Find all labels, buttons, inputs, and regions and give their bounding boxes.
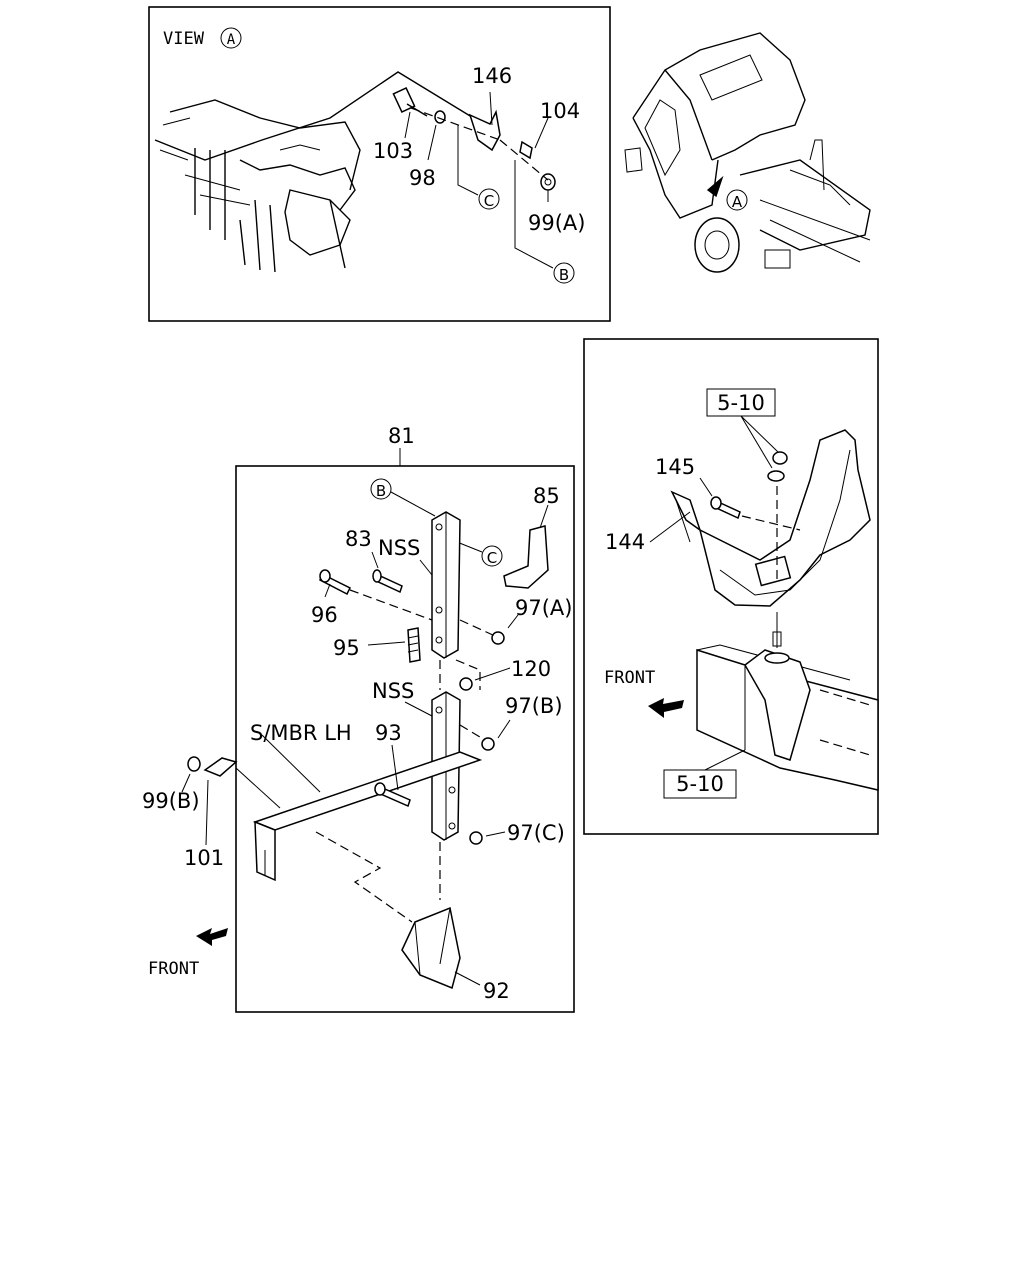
callout-92: 92 (483, 979, 510, 1003)
callout-96: 96 (311, 603, 338, 627)
washer-120 (459, 677, 473, 691)
marker-b-top: B (559, 266, 569, 284)
bracket-frame (235, 465, 575, 1013)
callout-81: 81 (388, 424, 415, 448)
ref-bottom: 5-10 (676, 772, 724, 796)
nut-97b (481, 737, 495, 751)
nut-97a (491, 631, 505, 645)
callout-97c: 97(C) (507, 821, 565, 845)
plate-101 (203, 757, 238, 777)
callout-s-mbr: S/MBR LH (250, 721, 352, 745)
view-a-hardware (392, 86, 556, 269)
bracket-92 (401, 906, 461, 990)
front-arrow-icon (196, 928, 228, 946)
view-label: VIEW (163, 29, 205, 49)
view-a-frame (148, 6, 611, 322)
callout-98: 98 (409, 166, 436, 190)
ref-box-bottom (663, 769, 737, 799)
washer-top (767, 470, 785, 482)
callout-95: 95 (333, 636, 360, 660)
callout-145: 145 (655, 455, 695, 479)
callout-85: 85 (533, 484, 560, 508)
view-marker-circle (220, 27, 242, 49)
nut-top (772, 451, 788, 465)
ref-top: 5-10 (717, 391, 765, 415)
callout-103: 103 (373, 139, 413, 163)
callout-104: 104 (540, 99, 580, 123)
callout-101: 101 (184, 846, 224, 870)
callout-83: 83 (345, 527, 372, 551)
marker-c-top: C (484, 192, 494, 210)
nut-97c (469, 831, 483, 845)
bracket-85 (503, 525, 549, 589)
callout-97b: 97(B) (505, 694, 563, 718)
callout-144: 144 (605, 530, 645, 554)
mount-panel: 5-10 145 144 FRONT 5-10 (583, 338, 879, 835)
mount-frame (583, 338, 879, 835)
truck-sketch: A (624, 32, 871, 273)
marker-c: C (487, 549, 497, 567)
washer-99b (187, 756, 201, 772)
bracket-panel: 81 B C 85 83 NSS 96 97(A) 95 (142, 424, 575, 1013)
mount-bracket-144 (698, 429, 871, 607)
front-label-left: FRONT (148, 959, 199, 979)
mount-base (744, 649, 811, 761)
front-label-right: FRONT (604, 668, 655, 688)
callout-nss-mid: NSS (372, 679, 414, 703)
engine-sketch (154, 71, 481, 273)
front-arrow-icon-right (648, 698, 684, 718)
callout-97a: 97(A) (515, 596, 572, 620)
callout-nss-top: NSS (378, 536, 420, 560)
callout-120: 120 (511, 657, 551, 681)
marker-a-truck: A (732, 193, 743, 211)
view-marker: A (227, 32, 236, 48)
callout-99b: 99(B) (142, 789, 200, 813)
marker-b: B (376, 482, 386, 500)
callout-146: 146 (472, 64, 512, 88)
callout-99a: 99(A) (528, 211, 585, 235)
callout-93: 93 (375, 721, 402, 745)
view-a-panel: VIEW A 146 (148, 6, 611, 322)
